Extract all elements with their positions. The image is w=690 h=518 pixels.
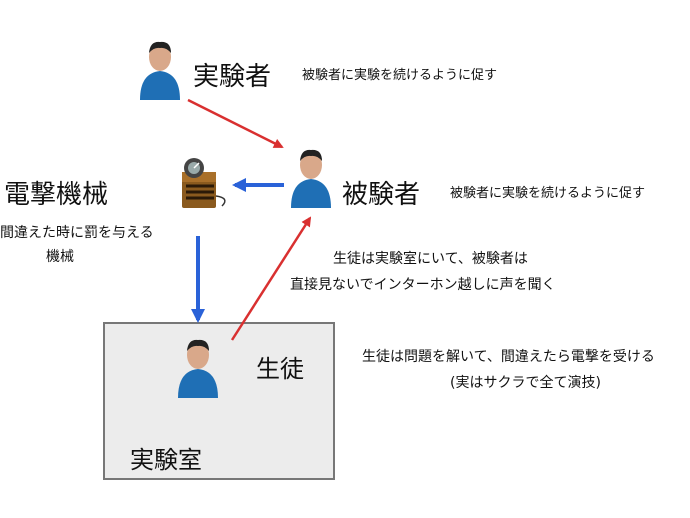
- shock-machine-desc-line2: 機械: [46, 249, 74, 265]
- subject-note: 被験者に実験を続けるように促す: [450, 186, 646, 201]
- lab-room-box: [103, 322, 335, 480]
- student-person-icon: [178, 339, 218, 398]
- note-student-line1: 生徒は問題を解いて、間違えたら電撃を受ける: [362, 349, 655, 365]
- student-label: 生徒: [256, 355, 304, 383]
- shock-machine-icon: [182, 158, 226, 208]
- note-subject-line1: 生徒は実験室にいて、被験者は: [333, 251, 528, 267]
- note-student-line2: (実はサクラで全て演技): [450, 375, 601, 391]
- note-subject-line2: 直接見ないでインターホン越しに声を聞く: [290, 277, 556, 293]
- subject-label: 被験者: [342, 180, 421, 210]
- experimenter-note: 被験者に実験を続けるように促す: [302, 68, 498, 83]
- arrow-student-to-subject: [230, 216, 312, 341]
- subject-person-icon: [291, 149, 331, 208]
- experimenter-label: 実験者: [193, 62, 272, 92]
- experimenter-person-icon: [140, 41, 180, 100]
- shock-machine-label: 電撃機械: [4, 180, 109, 210]
- shock-machine-desc-line1: 間違えた時に罰を与える: [0, 225, 154, 241]
- lab-label: 実験室: [130, 446, 202, 474]
- arrow-experimenter-to-subject: [187, 98, 284, 149]
